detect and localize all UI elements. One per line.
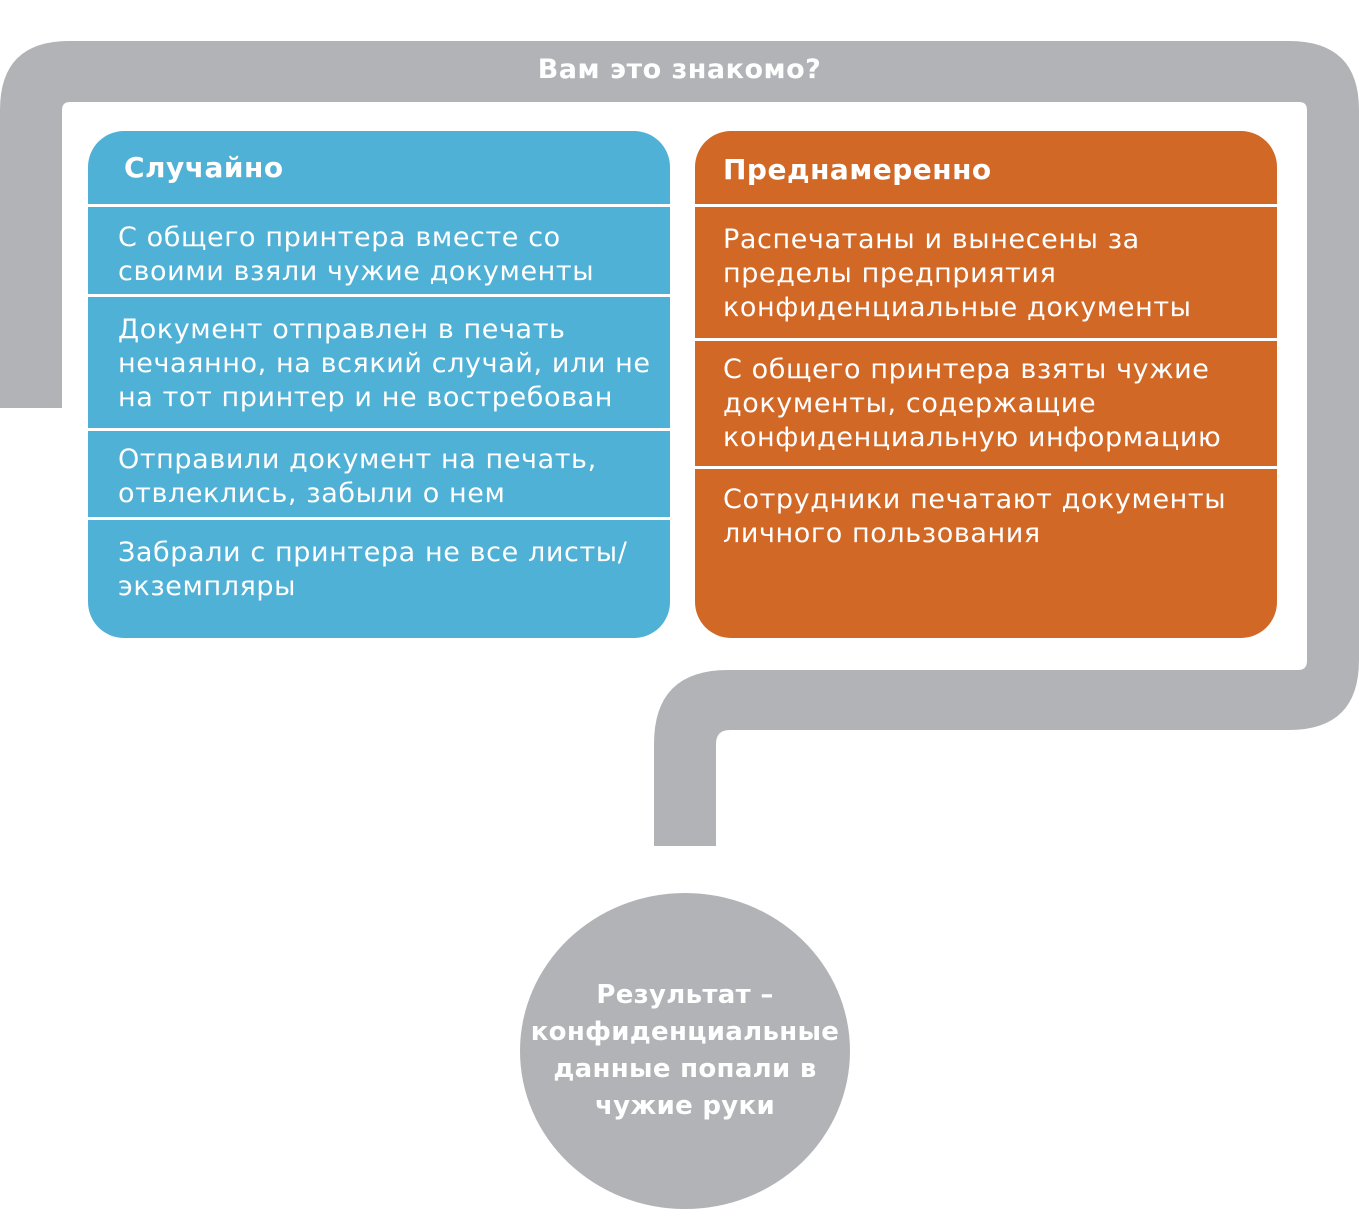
- intentional-item: Сотрудники печатают документы личного по…: [723, 484, 1227, 549]
- frame-outline: [0, 41, 1359, 846]
- intentional-header: Преднамеренно: [695, 131, 1277, 207]
- accidental-item: Документ отправлен в печать нечаянно, на…: [88, 297, 670, 431]
- accidental-item: Забрали с принтера не все листы/ экземпл…: [118, 537, 628, 602]
- main-title: Вам это знакомо?: [537, 54, 822, 85]
- intentional-item: С общего принтера взяты чужие документы,…: [695, 341, 1277, 469]
- accidental-item: Отправили документ на печать, отвлеклись…: [88, 431, 670, 520]
- result-text: Результат – конфиденциальные данные попа…: [530, 980, 840, 1121]
- accidental-header: Случайно: [88, 131, 670, 207]
- intentional-panel: Преднамеренно Распечатаны и вынесены за …: [695, 131, 1277, 638]
- intentional-item: Распечатаны и вынесены за пределы предпр…: [695, 207, 1277, 341]
- result-circle: Результат – конфиденциальные данные попа…: [520, 893, 850, 1209]
- accidental-panel: Случайно С общего принтера вместе со сво…: [88, 131, 670, 638]
- accidental-item: С общего принтера вместе со своими взяли…: [88, 207, 670, 297]
